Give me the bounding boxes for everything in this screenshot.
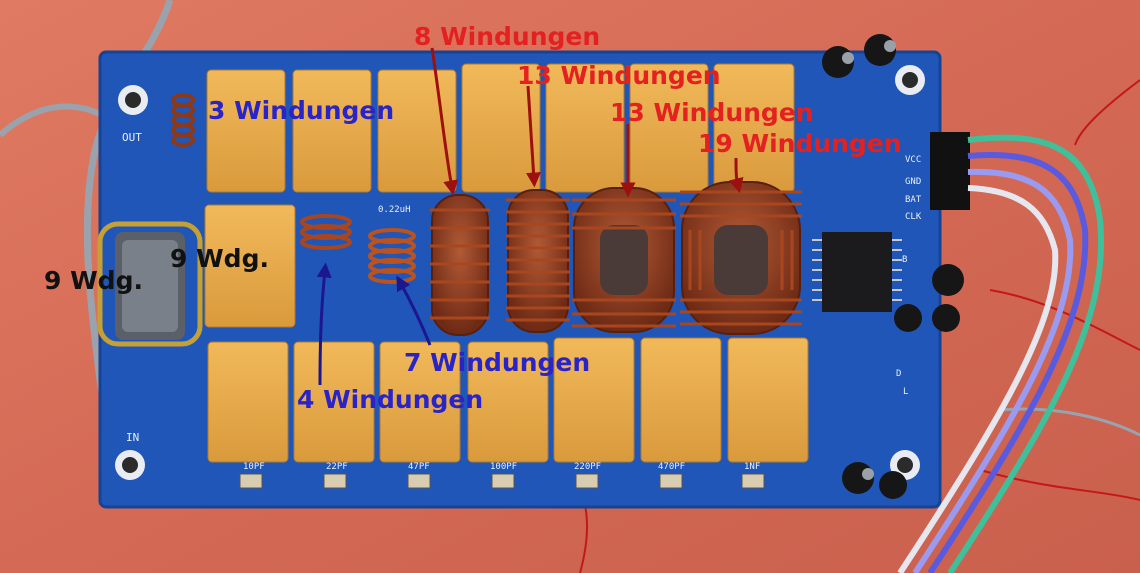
ribbon-wires bbox=[897, 134, 1104, 573]
top-relays bbox=[206, 63, 795, 193]
toroid-13-a bbox=[506, 189, 570, 333]
label-4-windungen: 4 Windungen bbox=[297, 385, 484, 414]
silk-c4: 100PF bbox=[490, 462, 518, 472]
electrolytic-capacitors bbox=[822, 34, 964, 499]
silk-bat: BAT bbox=[905, 195, 922, 205]
silk-b: B bbox=[902, 255, 908, 265]
red-arrows bbox=[430, 47, 744, 198]
pin-header bbox=[930, 132, 970, 210]
label-7-windungen: 7 Windungen bbox=[404, 348, 591, 377]
silk-c1: 10PF bbox=[243, 462, 265, 472]
label-9-wdg-inner: 9 Wdg. bbox=[170, 244, 269, 273]
silk-c5: 220PF bbox=[574, 462, 602, 472]
silk-vcc: VCC bbox=[905, 155, 922, 165]
silk-d: D bbox=[896, 369, 902, 379]
label-19-windungen: 19 Windungen bbox=[698, 129, 902, 158]
red-wire-4 bbox=[579, 504, 589, 573]
smd-capacitors bbox=[239, 473, 765, 489]
silk-out: OUT bbox=[122, 131, 142, 144]
silk-c2: 22PF bbox=[326, 462, 348, 472]
silk-l: L bbox=[903, 387, 909, 397]
transformer bbox=[97, 221, 203, 347]
red-wire bbox=[1074, 79, 1140, 146]
bottom-relays bbox=[207, 337, 809, 463]
toroid-13-b bbox=[572, 187, 676, 333]
label-8-windungen: 8 Windungen bbox=[414, 22, 601, 51]
silk-cap-top: 0.22uH bbox=[378, 205, 411, 215]
silk-c3: 47PF bbox=[408, 462, 430, 472]
label-13-windungen-b: 13 Windungen bbox=[610, 98, 814, 127]
silk-gnd: GND bbox=[905, 177, 922, 187]
silk-c7: 1NF bbox=[744, 462, 761, 472]
toroid-19 bbox=[680, 181, 802, 335]
coil-7 bbox=[368, 228, 416, 284]
toroid-8 bbox=[430, 194, 490, 336]
middle-relay bbox=[204, 204, 296, 328]
blue-arrows bbox=[316, 262, 432, 386]
coil-4 bbox=[300, 214, 352, 250]
ic-chip bbox=[822, 232, 892, 312]
label-13-windungen-a: 13 Windungen bbox=[517, 61, 721, 90]
silk-clk: CLK bbox=[905, 212, 922, 222]
coil-3 bbox=[171, 93, 195, 147]
gray-wire-right bbox=[999, 407, 1140, 437]
silk-c6: 470PF bbox=[658, 462, 686, 472]
red-wire-3 bbox=[979, 469, 1140, 501]
label-3-windungen: 3 Windungen bbox=[208, 96, 395, 125]
silk-in: IN bbox=[126, 431, 140, 444]
label-9-wdg-outer: 9 Wdg. bbox=[44, 266, 143, 295]
